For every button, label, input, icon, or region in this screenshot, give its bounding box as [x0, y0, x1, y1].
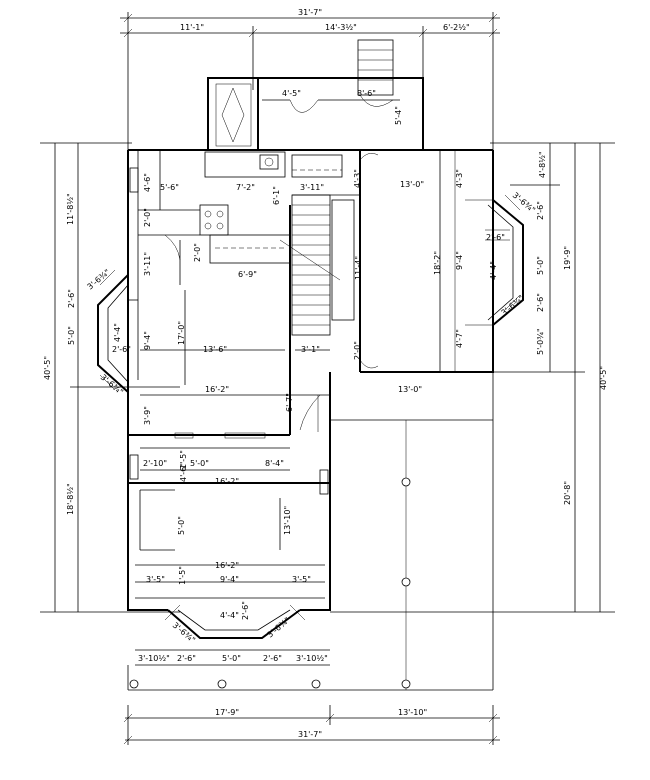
dim-label: 17'-0" — [177, 321, 186, 345]
dim-label: 13'-10" — [283, 506, 292, 535]
side-dimension-lines — [40, 142, 615, 613]
dim-label: 5'-6" — [160, 183, 179, 192]
dim-label: 11'-4" — [354, 256, 363, 280]
dim-label: 2'-6" — [536, 293, 545, 312]
dim-label: 5'-0" — [190, 459, 209, 468]
dim-label: 2'-6" — [241, 601, 250, 620]
right-dim-2: 19'-9" — [563, 246, 572, 270]
bottom-dim-1: 17'-9" — [215, 708, 239, 717]
dim-label: 3'-6¾" — [86, 267, 112, 291]
dim-label: 16'-2" — [215, 477, 239, 486]
dim-label: 8'-4" — [265, 459, 284, 468]
bottom-dimension-lines — [123, 705, 500, 745]
left-dim-1: 11'-8½" — [66, 193, 75, 225]
dim-label: 5'-0" — [536, 256, 545, 275]
dim-label: 3'-11" — [300, 183, 324, 192]
dim-label: 2'-6" — [536, 201, 545, 220]
dim-label: 13'-6" — [203, 345, 227, 354]
dim-label: 3'-10½" — [138, 654, 170, 663]
dim-label: 5'-0" — [177, 516, 186, 535]
dim-label: 4'-3" — [353, 169, 362, 188]
dim-label: 2'-0" — [193, 243, 202, 262]
dim-label: 4'-6" — [179, 463, 188, 482]
dim-label: 1'-5" — [178, 566, 187, 585]
overall-bottom-width: 31'-7" — [298, 730, 322, 739]
front-bay-bottom — [135, 604, 330, 666]
dim-label: 2'-6" — [67, 289, 76, 308]
dim-label: 4'-5" — [282, 89, 301, 98]
top-dim-3: 6'-2½" — [443, 23, 470, 32]
dining-bay-left — [97, 269, 285, 393]
dim-label: 2'-6" — [112, 345, 131, 354]
rear-entry — [207, 39, 424, 151]
dim-label: 4'-4" — [489, 261, 498, 280]
bedroom-area — [128, 432, 330, 599]
dim-label: 3'-10½" — [296, 654, 328, 663]
right-dim-1: 4'-8½" — [538, 151, 547, 178]
dim-label: 3'-1" — [301, 345, 320, 354]
dim-label: 2'-0" — [143, 208, 152, 227]
dim-label: 18'-2" — [433, 251, 442, 275]
dim-label: 3'-9" — [143, 406, 152, 425]
dim-label: 4'-6" — [143, 173, 152, 192]
dim-label: 16'-2" — [205, 385, 229, 394]
dim-label: 9'-4" — [220, 575, 239, 584]
dim-label: 5'-0" — [67, 326, 76, 345]
staircase — [279, 194, 360, 336]
kitchen — [137, 150, 343, 300]
left-dim-2: 18'-8½" — [66, 483, 75, 515]
dim-label: 4'-4" — [113, 323, 122, 342]
dim-label: 2'-10" — [143, 459, 167, 468]
overall-left-depth: 40'-5" — [43, 356, 52, 380]
dim-label: 7'-2" — [236, 183, 255, 192]
dim-label: 4'-4" — [220, 611, 239, 620]
dim-label: 5'-0¾" — [536, 328, 545, 355]
dim-label: 4'-7" — [455, 329, 464, 348]
dim-label: 2'-0" — [353, 341, 362, 360]
dim-label: 6'-1" — [272, 186, 281, 205]
dim-label: 5'-0" — [222, 654, 241, 663]
dim-label: 3'-11" — [143, 252, 152, 276]
dim-label: 2'-6" — [486, 233, 505, 242]
dim-label: 9'-4" — [455, 251, 464, 270]
dim-label: 3'-5" — [292, 575, 311, 584]
dim-label: 2'-6" — [177, 654, 196, 663]
overall-top-width: 31'-7" — [298, 8, 322, 17]
exterior-walls — [127, 149, 494, 611]
dim-label: 13'-0" — [400, 180, 424, 189]
bottom-dim-2: 13'-10" — [398, 708, 427, 717]
top-dim-2: 14'-3½" — [325, 23, 357, 32]
dim-label: 4'-3" — [455, 169, 464, 188]
dim-label: 3'-6¾" — [511, 191, 537, 215]
dim-label: 1'-5" — [179, 450, 188, 469]
dim-label: 6'-9" — [238, 270, 257, 279]
dim-label: 6'-7" — [285, 393, 294, 412]
top-dim-1: 11'-1" — [180, 23, 204, 32]
dim-label: 2'-6" — [263, 654, 282, 663]
dim-label: 8'-6" — [357, 89, 376, 98]
front-porch — [127, 372, 494, 691]
right-dim-3: 20'-8" — [563, 481, 572, 505]
dim-label: 9'-4" — [143, 331, 152, 350]
dim-label: 16'-2" — [215, 561, 239, 570]
dim-label: 5'-4" — [394, 106, 403, 125]
dim-label: 3'-5" — [146, 575, 165, 584]
top-dimension-lines — [120, 12, 500, 150]
dim-label: 3'-6¾" — [266, 615, 292, 639]
dim-label: 13'-0" — [398, 385, 422, 394]
hall-and-doors — [128, 167, 330, 495]
overall-right-depth: 40'-5" — [599, 366, 608, 390]
living-room-bay-right — [359, 150, 524, 372]
